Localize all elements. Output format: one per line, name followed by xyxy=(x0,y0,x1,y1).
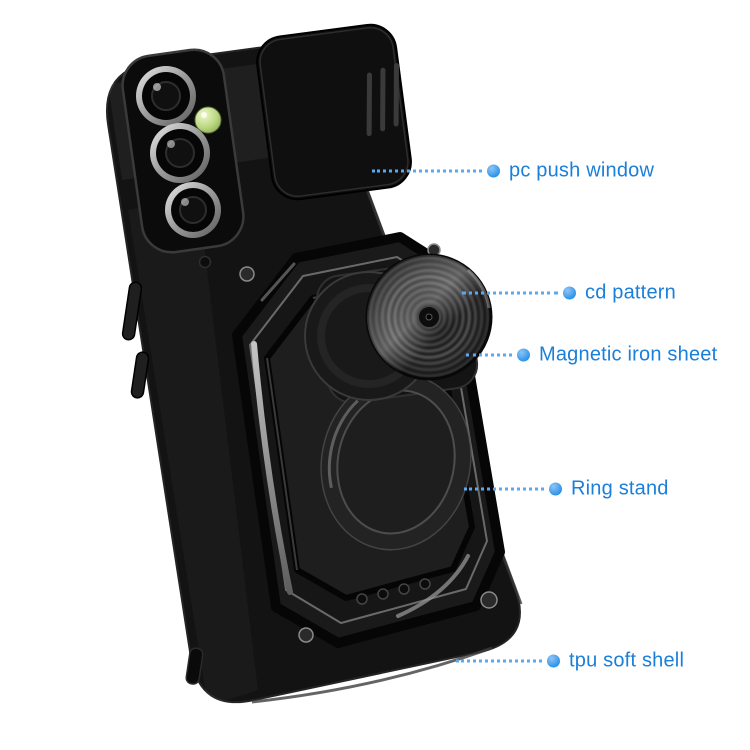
callout-label: tpu soft shell xyxy=(569,649,685,672)
leader-line xyxy=(464,487,544,491)
callout-cd-pattern: cd pattern xyxy=(462,282,676,305)
slide-cover xyxy=(256,23,412,201)
bottom-port-notch xyxy=(185,647,204,685)
plate-bevel-left xyxy=(266,357,298,571)
rivet xyxy=(298,627,314,643)
callout-pc-push-window: pc push window xyxy=(372,160,654,183)
leader-line xyxy=(372,169,482,173)
callout-ring-stand: Ring stand xyxy=(464,478,669,501)
volume-button xyxy=(121,281,143,341)
leader-line xyxy=(466,353,512,357)
lens-glow-reflection xyxy=(194,106,222,134)
callout-dot xyxy=(547,654,560,668)
callout-label: pc push window xyxy=(509,159,655,182)
callout-dot xyxy=(487,164,500,178)
power-button xyxy=(130,351,150,399)
rivet xyxy=(480,591,498,609)
grip-lines xyxy=(366,62,399,137)
callout-magnetic-iron-sheet: Magnetic iron sheet xyxy=(466,344,717,367)
plate-silver-rim-bottom xyxy=(396,554,470,618)
camera-lens-1 xyxy=(136,66,196,126)
callout-label: cd pattern xyxy=(585,281,676,304)
callout-dot xyxy=(563,286,576,300)
flash-hole xyxy=(198,255,212,269)
case-edge-highlight-bottom xyxy=(251,646,493,704)
camera-lens-3 xyxy=(165,182,221,238)
callout-dot xyxy=(517,348,530,362)
side-buttons xyxy=(121,281,204,685)
leader-line xyxy=(462,291,558,295)
leader-line xyxy=(456,659,542,663)
rivet xyxy=(239,266,255,282)
callout-tpu-soft-shell: tpu soft shell xyxy=(456,650,684,673)
vent-holes xyxy=(356,578,431,605)
callout-dot xyxy=(549,482,562,496)
callout-label: Ring stand xyxy=(571,477,669,500)
cd-pattern-disc xyxy=(365,253,493,381)
callout-label: Magnetic iron sheet xyxy=(539,343,718,366)
lens-glow-highlight xyxy=(201,112,207,118)
plate-corner-accent xyxy=(260,262,296,302)
plate-silver-rim-left xyxy=(251,341,293,595)
camera-lenses xyxy=(136,66,222,269)
camera-lens-2 xyxy=(150,123,210,183)
